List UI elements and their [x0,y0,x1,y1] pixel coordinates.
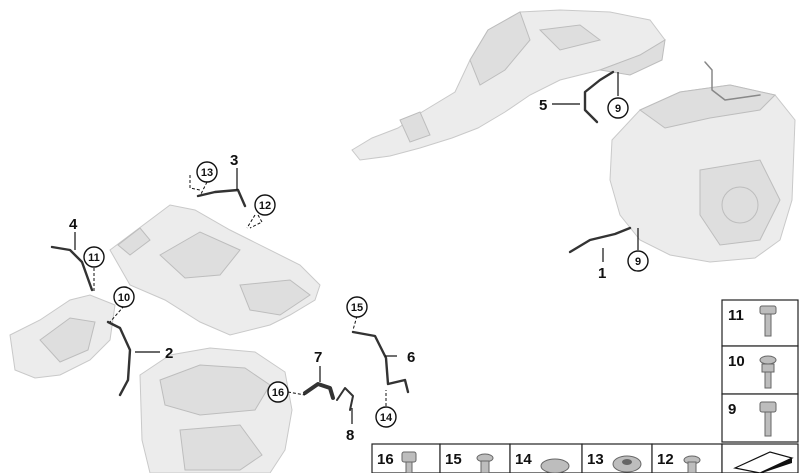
callout-5: 5 [539,97,547,114]
svg-text:11: 11 [88,252,100,264]
svg-text:9: 9 [635,256,641,268]
svg-text:10: 10 [728,353,745,370]
svg-text:12: 12 [657,451,674,468]
hex-bolt-icon [759,401,777,437]
svg-text:9: 9 [728,401,736,418]
fastener-cell-9 [721,393,799,443]
clamp-7 [303,382,335,400]
flange-bolt-icon [476,453,494,473]
subframe-bracket [9,294,116,379]
svg-text:15: 15 [351,302,363,314]
callout-8: 8 [346,427,354,444]
callout-7: 7 [314,349,322,366]
electric-drive-unit [609,61,796,263]
fastener-table-row: 16 15 14 13 12 [371,443,799,473]
nut-icon [401,451,417,473]
callout-4: 4 [69,216,78,233]
screw-icon [683,455,701,473]
callout-1: 1 [598,265,606,282]
underbody-tunnel [351,9,666,161]
callout-11: 11 [83,246,105,268]
callout-15: 15 [346,296,368,318]
svg-text:16: 16 [272,387,284,399]
fastener-table-column: 11 10 9 [721,299,799,443]
svg-text:11: 11 [728,307,744,324]
shim-icon [733,451,794,473]
ground-cable-4 [50,245,94,292]
callout-2: 2 [165,345,173,362]
svg-text:12: 12 [259,200,271,212]
stud-bolt-icon [759,355,777,389]
callout-13: 13 [196,161,218,183]
svg-text:13: 13 [587,451,604,468]
ground-cable-6 [351,330,410,394]
svg-text:14: 14 [515,451,532,468]
ground-cable-2 [106,320,132,397]
engine-block [139,347,293,473]
svg-text:14: 14 [380,412,393,424]
callout-16: 16 [267,381,289,403]
svg-text:9: 9 [615,103,621,115]
callout-9-top: 9 [607,97,629,119]
svg-text:15: 15 [445,451,462,468]
underbody-plate [109,204,321,336]
fastener-cell-15 [439,443,511,473]
washer-nut-icon [612,455,642,473]
circled-callouts: 9 9 10 11 12 13 14 15 [83,97,649,428]
callout-3: 3 [230,152,238,169]
collar-nut-icon [540,458,570,473]
svg-text:13: 13 [201,167,213,179]
cables [50,70,632,411]
callout-9-right: 9 [627,250,649,272]
callout-10: 10 [113,286,135,308]
fastener-cell-10 [721,345,799,395]
callout-12: 12 [254,194,276,216]
leader-lines [74,72,639,424]
ground-cable-1 [568,226,632,254]
bracket-8 [336,387,354,411]
callout-6: 6 [407,349,415,366]
svg-text:10: 10 [118,292,130,304]
ground-cable-5 [583,70,615,124]
callout-14: 14 [375,406,397,428]
callout-labels: 1 2 3 4 5 6 7 8 [69,97,606,444]
bolt-icon [759,305,777,337]
ground-cable-3 [196,188,247,208]
svg-text:16: 16 [377,451,394,468]
